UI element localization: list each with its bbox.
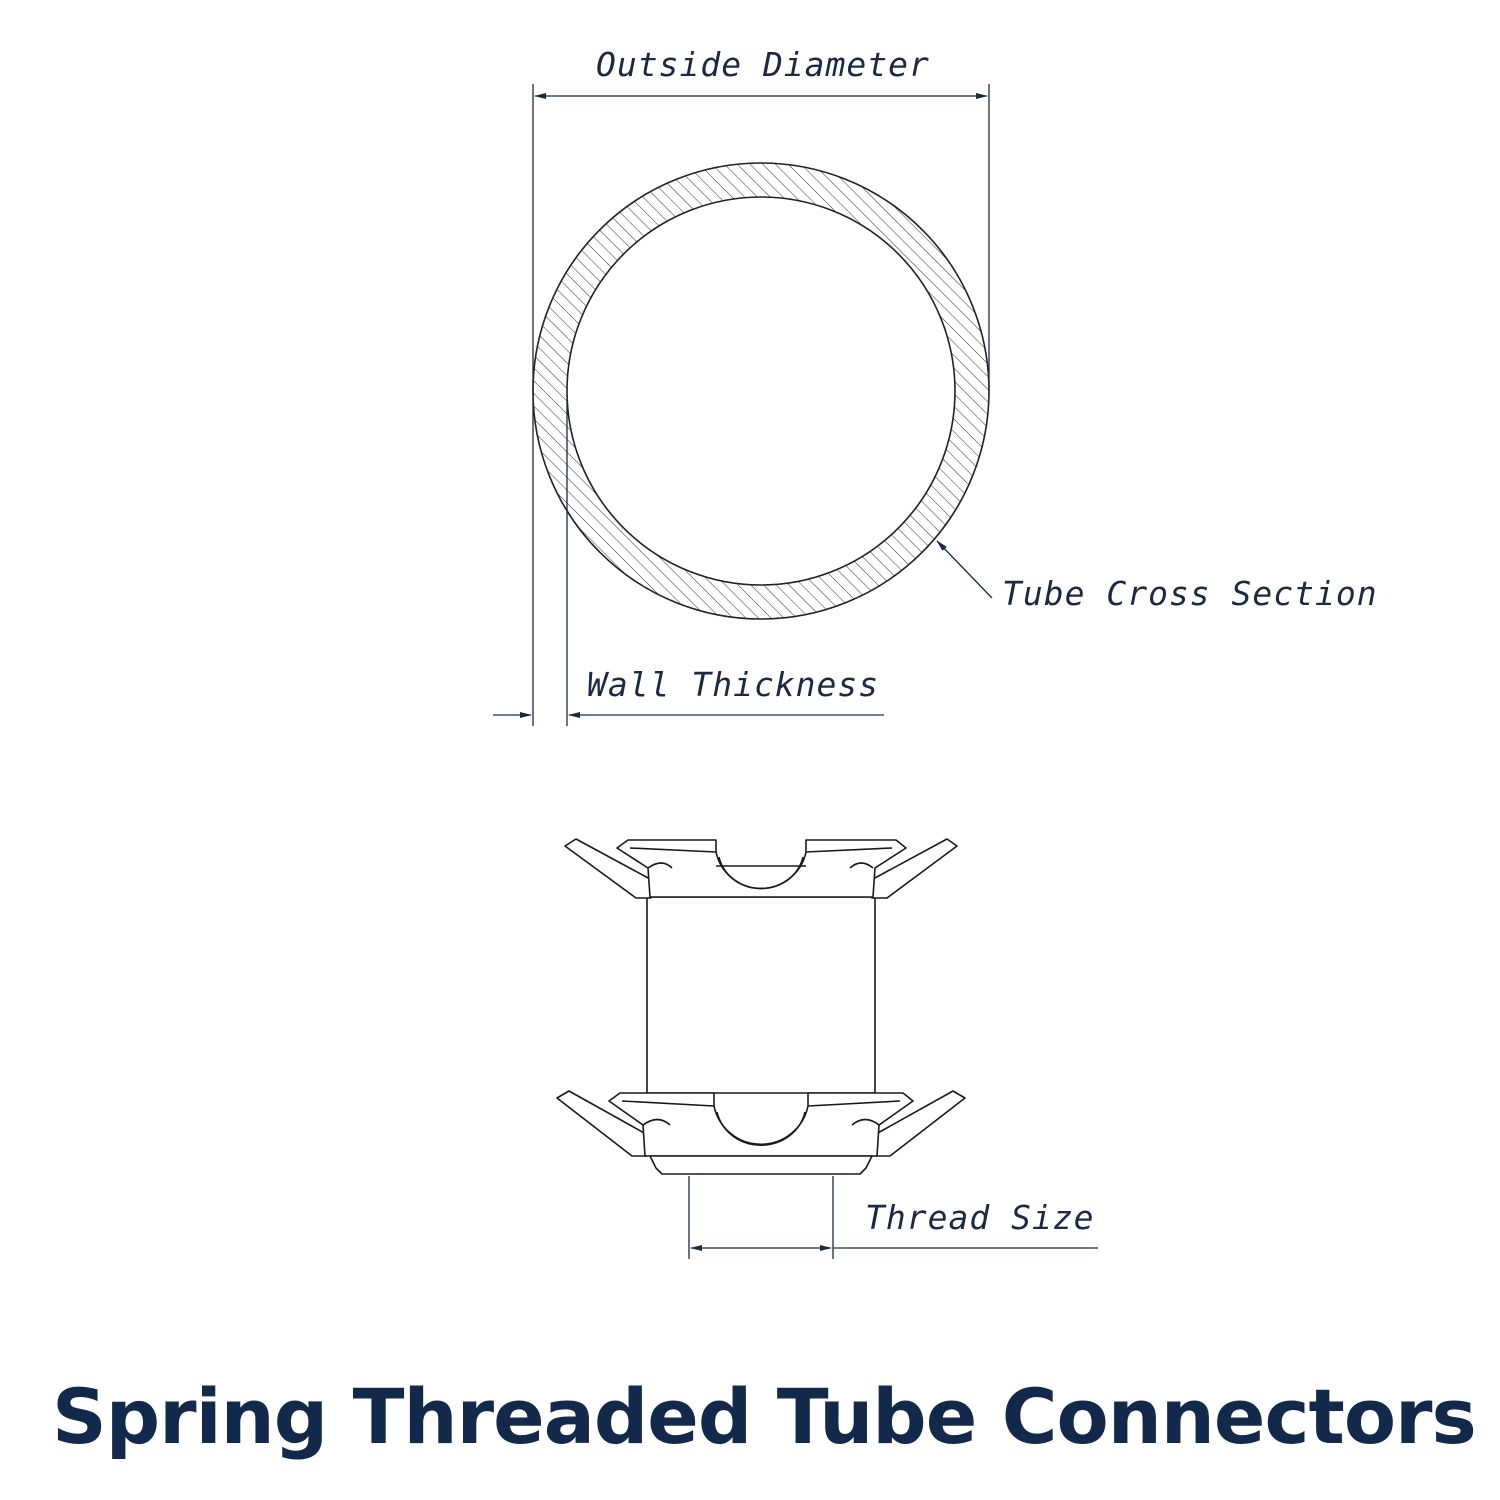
- tube-cross-section: [532, 162, 990, 620]
- outside-diameter-dimension: [532, 84, 990, 726]
- tube-cross-section-label: Tube Cross Section: [1002, 574, 1378, 613]
- thread-size-label: Thread Size: [865, 1198, 1095, 1237]
- connector-side-view: [556, 838, 966, 1175]
- thread-size-dimension: [688, 1176, 1098, 1259]
- page-title: Spring Threaded Tube Connectors: [52, 1372, 1477, 1461]
- top-flange: [564, 838, 958, 899]
- outside-diameter-label: Outside Diameter: [596, 45, 930, 84]
- wall-thickness-label: Wall Thickness: [587, 665, 879, 704]
- cross-section-leader: [936, 540, 993, 599]
- tube-wall-hatch: [532, 162, 990, 620]
- wall-thickness-dimension: [493, 400, 884, 726]
- bottom-flange: [556, 1090, 966, 1175]
- connector-barrel: [646, 896, 876, 1094]
